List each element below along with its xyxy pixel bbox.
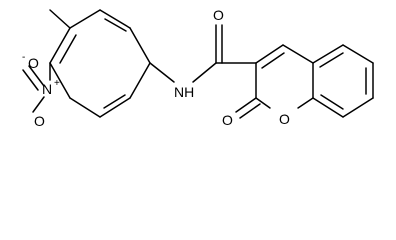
bond: [22, 69, 39, 91]
bond: [69, 97, 101, 118]
nitro-o-minus-charge: -: [22, 52, 25, 63]
bond: [282, 44, 314, 64]
bond: [312, 97, 344, 118]
bond: [312, 44, 344, 64]
bond: [129, 62, 151, 99]
amide-linker: NH O: [149, 7, 257, 100]
ring-o-label: O: [279, 111, 290, 127]
nitro-o-minus-label: O: [28, 55, 39, 71]
molecule-structure: N + O - O NH O O O: [22, 7, 374, 129]
bond: [297, 97, 314, 109]
bond: [235, 97, 257, 113]
double-bond: [59, 34, 77, 64]
bond: [255, 97, 271, 109]
nitro-o-label: O: [34, 113, 45, 129]
nitro-group: N + O - O: [22, 52, 60, 129]
nitrotolyl-ring: [49, 9, 151, 118]
bond: [192, 62, 217, 83]
double-bond: [319, 52, 344, 68]
double-bond: [239, 103, 261, 119]
bond: [69, 9, 101, 29]
amide-nh-label: NH: [174, 84, 194, 100]
nitro-n-label: N: [42, 81, 52, 97]
bond: [49, 27, 71, 64]
nitro-n-charge: +: [54, 78, 60, 89]
bond: [99, 97, 131, 118]
double-bond: [104, 18, 127, 32]
benzo-ring: [312, 44, 374, 118]
bond: [28, 65, 45, 87]
bond: [49, 62, 71, 99]
methyl-bond: [49, 9, 71, 29]
bond: [342, 97, 374, 118]
lactone-o-label: O: [222, 112, 233, 128]
double-bond: [261, 52, 285, 69]
double-bond: [103, 94, 126, 109]
bond: [342, 44, 374, 64]
double-bond: [320, 94, 344, 110]
pyranone-ring: O O: [222, 44, 314, 128]
bond: [255, 44, 284, 64]
amide-o-label: O: [213, 7, 224, 23]
bond: [99, 9, 131, 29]
bond: [32, 96, 45, 113]
bond: [129, 27, 151, 64]
bond: [149, 62, 175, 83]
